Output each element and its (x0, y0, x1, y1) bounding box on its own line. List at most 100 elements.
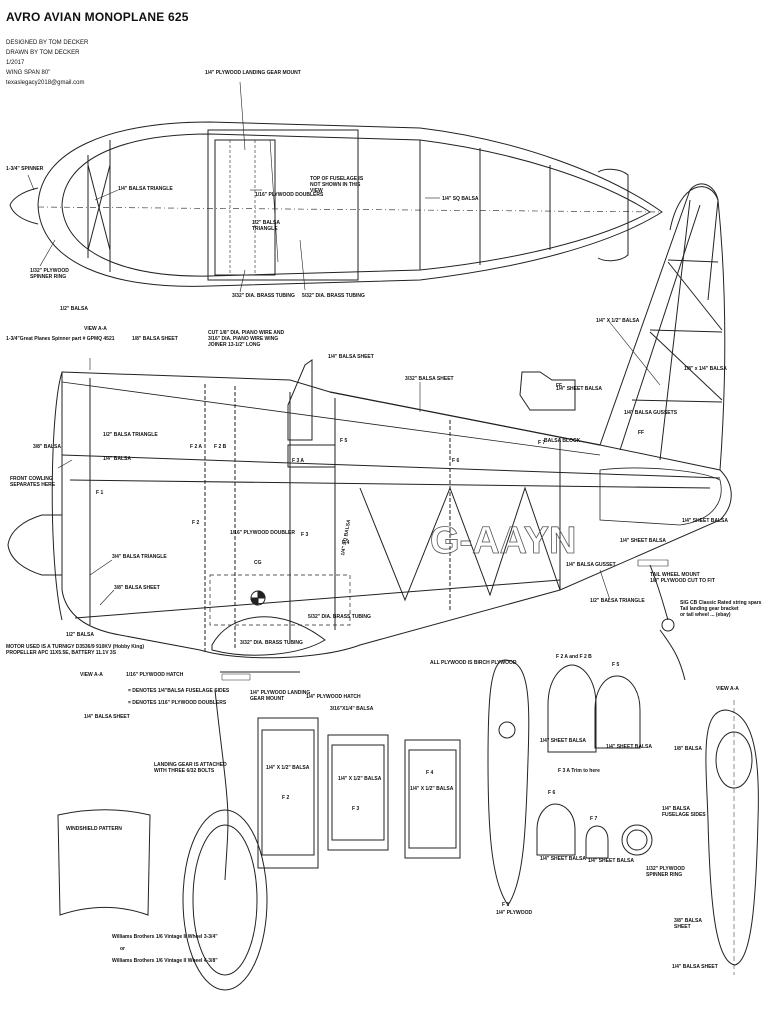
tag-f4: F 4 (342, 540, 350, 546)
tag-f2: F 2 (192, 520, 200, 526)
truss-bracing (360, 488, 560, 600)
leader-lines (28, 82, 660, 605)
top-view-outline (38, 122, 662, 286)
tail-wheel (662, 619, 674, 631)
main-wheel-hub (193, 825, 257, 975)
label-sheet-18: 1/8" BALSA SHEET (132, 336, 178, 342)
panel-f3 (328, 735, 388, 850)
fin-spar-2 (660, 200, 690, 460)
label-panel-f3: F 3 (352, 806, 360, 812)
label-gussets: 1/4" BALSA GUSSETS (624, 410, 678, 416)
tail-section (520, 184, 725, 680)
stab-tip-top (598, 169, 628, 260)
label-gear-mount-top: 1/4" PLYWOOD LANDING GEAR MOUNT (205, 70, 301, 76)
wing-fairing (212, 617, 325, 655)
leader-triangle-34 (90, 560, 112, 575)
view-aa-shape (706, 710, 758, 965)
label-cg: CG (254, 560, 262, 566)
top-view (10, 122, 662, 286)
side-top-longeron (62, 382, 600, 455)
spinner-ring-inner (627, 830, 647, 850)
main-wheel (183, 810, 267, 990)
label-sheet-balsa-tail: 1/4" SHEET BALSA (620, 538, 666, 544)
cockpit-frame-top (208, 130, 358, 280)
label-gear-note: LANDING GEAR IS ATTACHED WITH THREE 6/32… (154, 762, 227, 774)
side-lower-longeron (70, 480, 710, 488)
label-spinner-note: 1-3/4"Great Planes Spinner part # GPMQ 4… (6, 336, 115, 342)
label-denotes-balsa: = DENOTES 1/4"BALSA FUSELAGE SIDES (128, 688, 230, 694)
leader-spinner (28, 175, 34, 190)
spinner-top (10, 188, 38, 224)
former-f7-shape (586, 826, 608, 858)
label-sheet-balsa-stab: 1/4" SHEET BALSA (556, 386, 602, 392)
label-not-shown: TOP OF FUSELAGE IS NOT SHOWN IN THIS VIE… (310, 176, 364, 194)
label-fin-1412: 1/4" X 1/2" BALSA (596, 318, 640, 324)
label-spinner-ring-former: 1/32" PLYWOOD SPINNER RING (646, 866, 685, 878)
label-sheet-balsa-f5: 1/4" SHEET BALSA (606, 744, 652, 750)
label-doublers-top: 1/16" PLYWOOD DOUBLERS (255, 192, 324, 198)
tail-gear-loop (660, 630, 685, 680)
leader-brass-532 (300, 240, 305, 290)
wing-span: WING SPAN 80" (6, 70, 51, 76)
label-panel-f2: F 2 (282, 795, 290, 801)
label-half-balsa-low: 1/2" BALSA (66, 632, 94, 638)
former-f1-shape (488, 660, 529, 905)
windshield-pattern (58, 810, 150, 915)
label-balsa-38: 3/8" BALSA (33, 444, 61, 450)
lower-parts (58, 690, 267, 990)
tag-f2a: F 2 A (190, 444, 203, 450)
spinner-side (8, 515, 62, 575)
label-sheet-38-former: 3/8" BALSA SHEET (674, 918, 702, 930)
label-panel-f2-size: 1/4" X 1/2" BALSA (266, 765, 310, 771)
designer-email: texaslegacy2018@gmail.com (6, 80, 85, 86)
label-brass-532-side: 5/32" DIA. BRASS TUBING (308, 614, 371, 620)
spinner-ring-outer (622, 825, 652, 855)
label-spinner: 1-3/4" SPINNER (6, 166, 44, 172)
stabilizer-piece (520, 372, 575, 410)
top-view-centerline (38, 207, 662, 212)
leader-gear-mount (240, 82, 245, 150)
label-f1-former: F 1 (502, 902, 510, 908)
label-hatch-14: 1/4" PLYWOOD HATCH (306, 694, 361, 700)
label-sheet-balsa-f7: 1/4" SHEET BALSA (588, 858, 634, 864)
panel-f2 (258, 718, 318, 868)
tail-wheel-strut (650, 565, 668, 620)
top-brace-2 (88, 165, 110, 250)
side-view: G-AAYN (8, 360, 731, 680)
label-triangle-12: 1/2" BALSA TRIANGLE (103, 432, 158, 438)
label-view-aa-former: VIEW A-A (716, 686, 739, 692)
plan-date: 1/2017 (6, 60, 25, 66)
tag-ff-fin: FF (638, 430, 645, 436)
label-gusset: 1/4" BALSA GUSSET (566, 562, 616, 568)
label-half-triangle: 1/2" BALSA TRIANGLE (252, 220, 280, 232)
label-view-aa-top: VIEW A-A (84, 326, 107, 332)
label-f2ab: F 2 A and F 2 B (556, 654, 592, 660)
fin-diag-1 (668, 262, 722, 330)
label-f6-former: F 6 (548, 790, 556, 796)
fin-tip (670, 187, 718, 300)
tag-f6: F 6 (452, 458, 460, 464)
leader-cowling (58, 460, 72, 468)
side-bottom-longeron (75, 580, 560, 618)
label-sheet-38-side: 3/8" BALSA SHEET (114, 585, 160, 591)
plan-credits: DESIGNED BY TOM DECKER DRAWN BY TOM DECK… (6, 38, 88, 88)
fin-outline (600, 184, 725, 470)
label-sheet-balsa-f2a: 1/4" SHEET BALSA (540, 738, 586, 744)
label-sheet-14-former: 1/4" BALSA SHEET (672, 964, 718, 970)
cockpit-inner-top (215, 140, 275, 275)
label-f3a-note: F 3 A Trim to here (558, 768, 600, 774)
label-fin-1814: 1/8" x 1/4" BALSA (684, 366, 727, 372)
landing-gear-wire (215, 690, 228, 880)
tag-f5: F 5 (340, 438, 348, 444)
leader-tail-tri (600, 570, 610, 600)
label-spinner-ring-top: 1/32" PLYWOOD SPINNER RING (30, 268, 69, 280)
fin-spar-1 (620, 205, 700, 450)
panel-f3-inner (332, 745, 384, 840)
windshield-side (288, 360, 312, 440)
label-brass-332-side: 3/32" DIA. BRASS TUBING (240, 640, 303, 646)
label-tail-mount: TAIL WHEEL MOUNT 1/8" PLYWOOD CUT TO FIT (650, 572, 715, 584)
tag-f3: F 3 (301, 532, 309, 538)
label-balsa-18: 1/8" BALSA (674, 746, 702, 752)
